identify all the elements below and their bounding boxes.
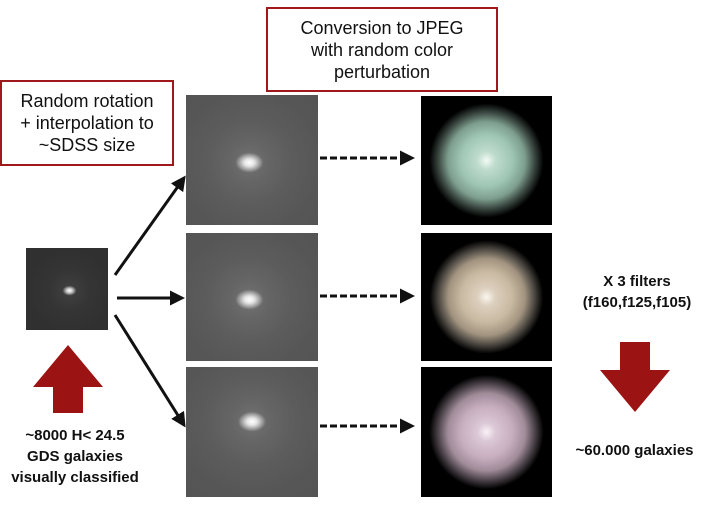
filters-description: X 3 filters (f160,f125,f105) (582, 273, 692, 311)
rotation-label-box: Random rotation + interpolation to ~SDSS… (0, 80, 174, 166)
rotated-cutout-middle (186, 233, 318, 361)
conversion-label-box: Conversion to JPEG with random color per… (266, 7, 498, 92)
conversion-label: Conversion to JPEG with random color per… (300, 17, 464, 82)
arrow-to-top-cutout (113, 175, 186, 276)
arrow-to-bottom-cutout (113, 314, 186, 428)
rotated-cutout-top (186, 95, 318, 225)
big-down-arrow (600, 342, 670, 412)
result-description: ~60.000 galaxies (575, 442, 694, 459)
big-up-arrow (33, 345, 103, 413)
rotation-label: Random rotation + interpolation to ~SDSS… (20, 91, 154, 155)
jpeg-output-middle (421, 233, 552, 361)
jpeg-output-top (421, 96, 552, 225)
rotated-cutout-bottom (186, 367, 318, 497)
jpeg-output-bottom (421, 367, 552, 497)
source-description: ~8000 H< 24.5 GDS galaxies visually clas… (11, 427, 139, 486)
source-galaxy-image (26, 248, 108, 330)
